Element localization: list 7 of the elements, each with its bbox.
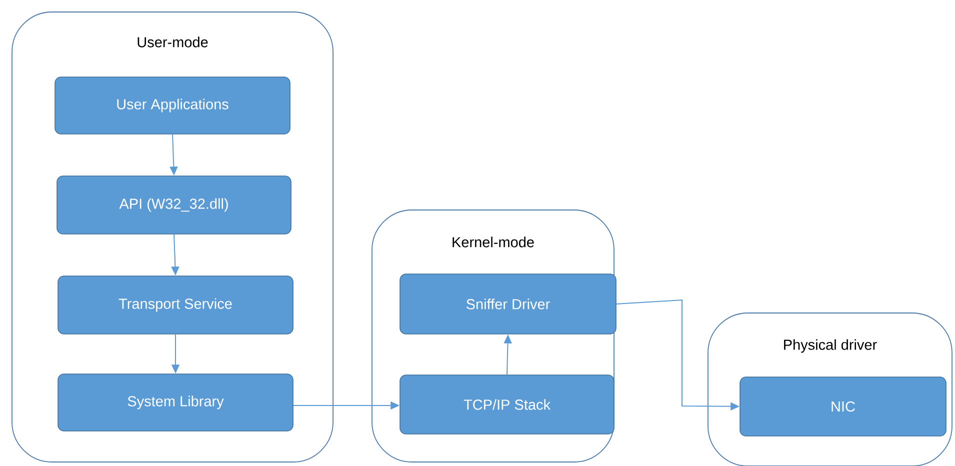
process-box: User Applications — [54, 76, 290, 134]
process-box: Transport Service — [58, 276, 294, 334]
process-box: System Library — [58, 374, 294, 432]
process-box: API (W32_32.dll) — [56, 176, 292, 234]
process-box: Sniffer Driver — [400, 274, 616, 334]
process-box: NIC — [740, 376, 946, 436]
process-box: TCP/IP Stack — [400, 374, 614, 434]
